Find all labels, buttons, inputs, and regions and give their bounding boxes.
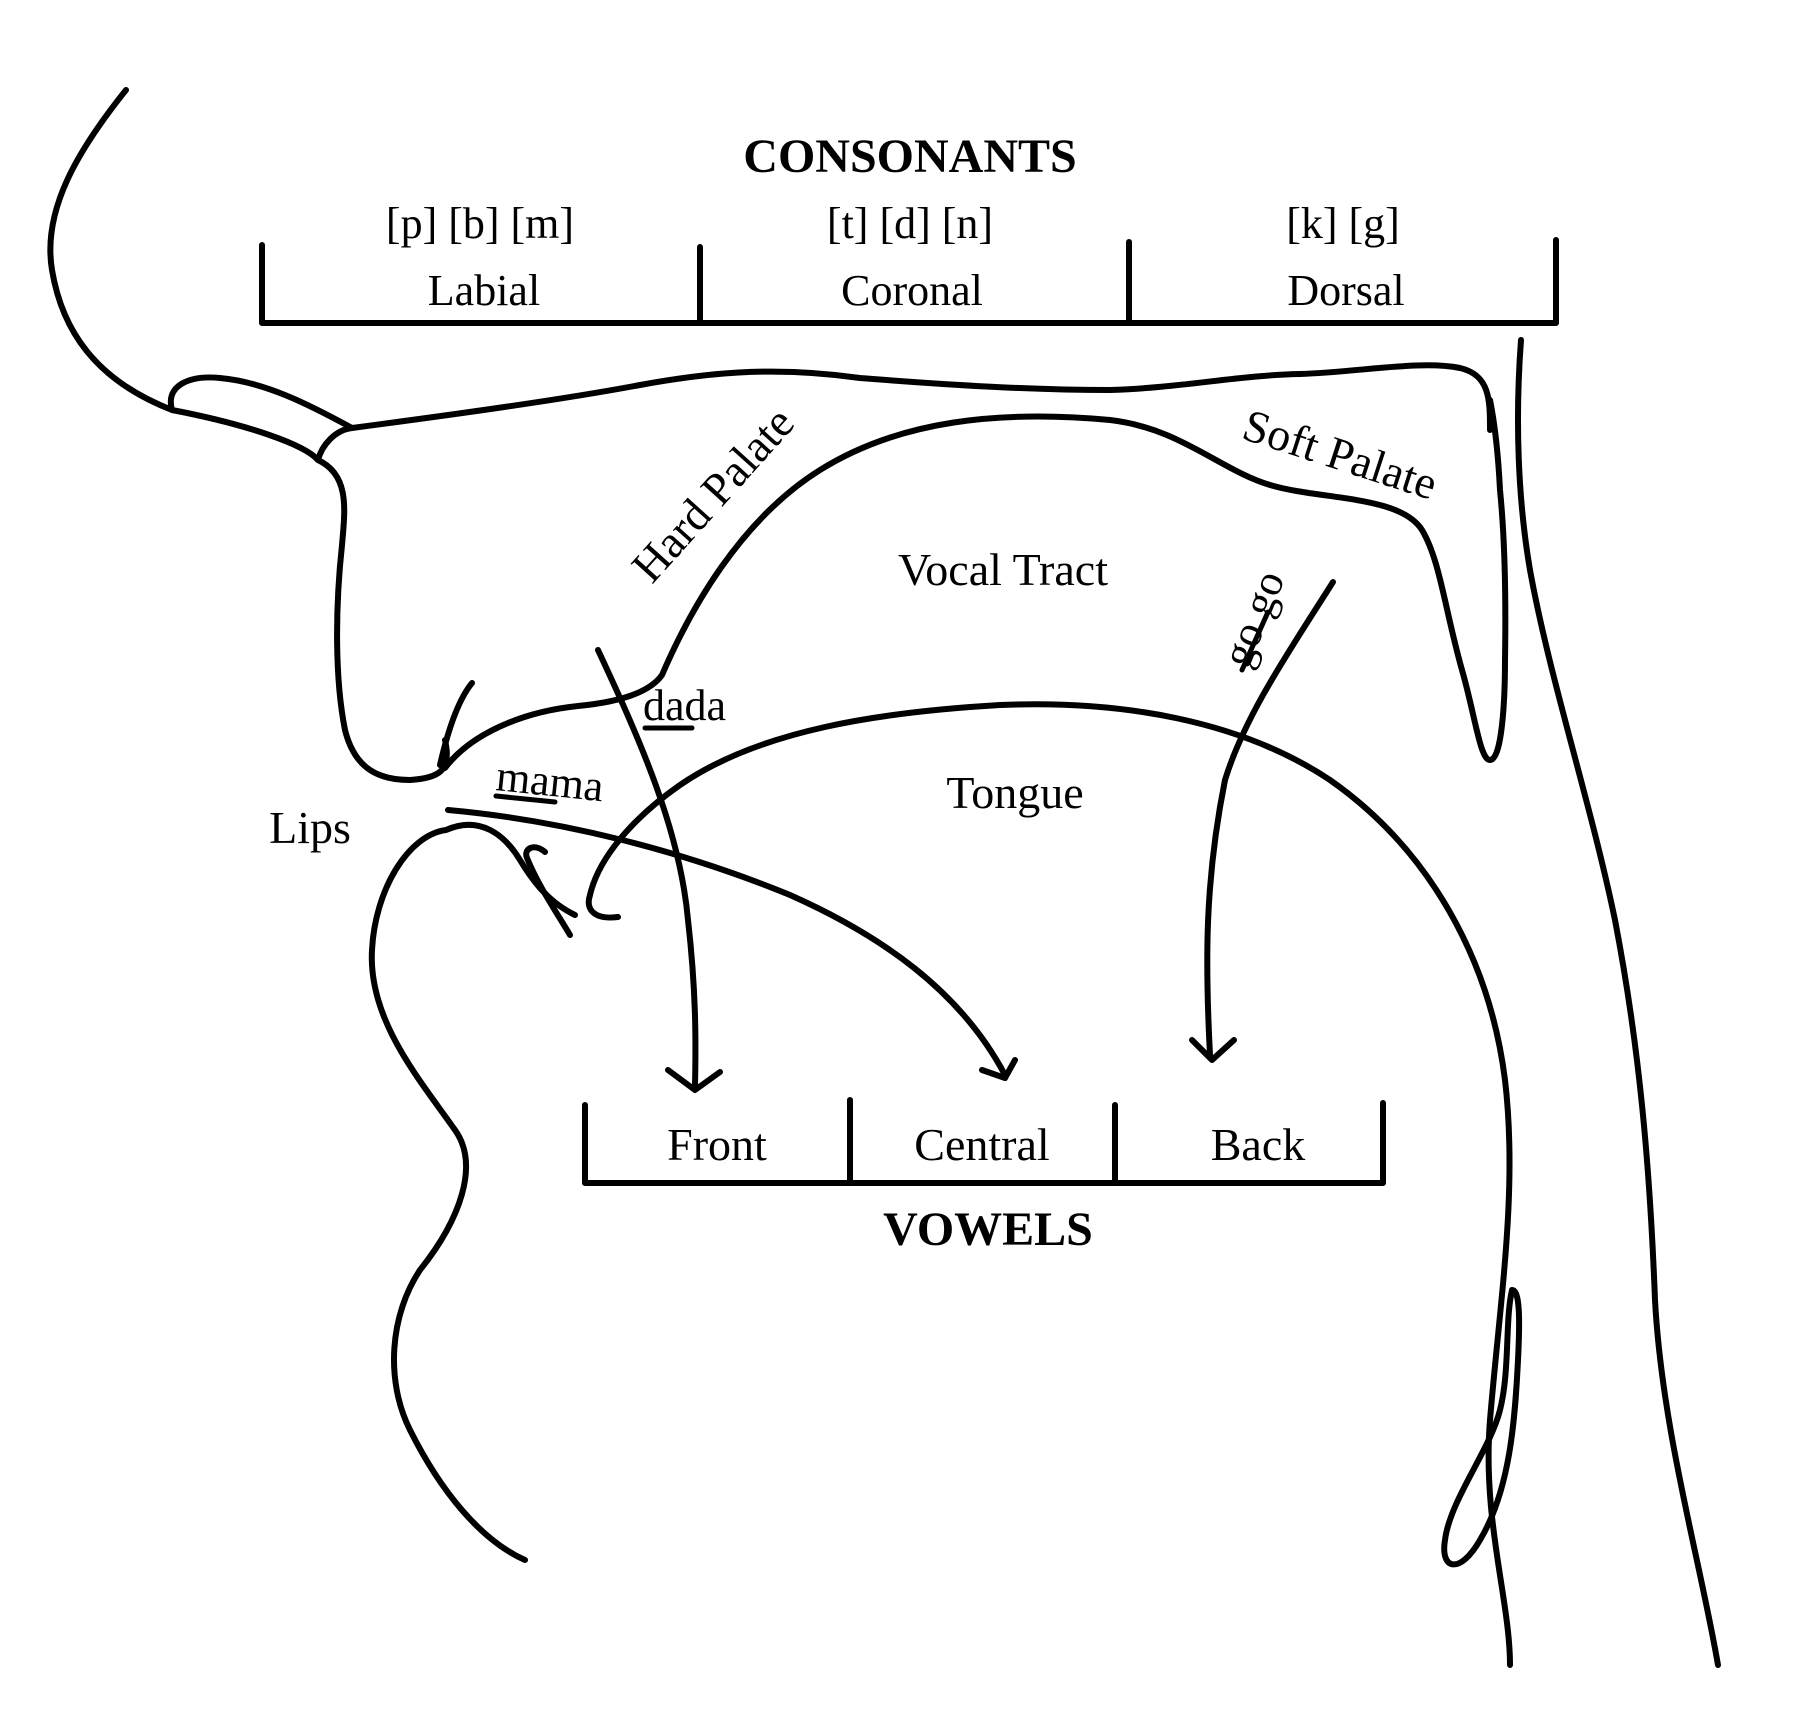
roof-of-mouth	[442, 397, 1509, 771]
pharynx-back-wall	[1515, 337, 1721, 1668]
nostril-outline	[167, 374, 355, 463]
gogo-arrowhead	[1189, 1037, 1237, 1063]
vowels-title: VOWELS	[883, 1203, 1093, 1256]
mama-arrowhead	[979, 1057, 1018, 1081]
upper-teeth	[437, 680, 475, 768]
vowel-bracket	[582, 1100, 1386, 1186]
consonants-title: CONSONANTS	[743, 130, 1076, 183]
lower-lip-chin	[368, 821, 578, 1563]
tongue-outline	[585, 701, 1513, 1668]
tongue-label: Tongue	[946, 767, 1083, 818]
labial-sounds: [p] [b] [m]	[386, 199, 574, 248]
upper-lip-outline	[315, 457, 450, 783]
dorsal-label: Dorsal	[1287, 266, 1404, 315]
gogo-underline	[1239, 609, 1271, 673]
coronal-label: Coronal	[841, 266, 983, 315]
dada-arrow	[595, 647, 699, 1088]
labial-label: Labial	[428, 266, 540, 315]
dada-arrowhead	[665, 1067, 723, 1093]
mama-underline	[493, 793, 558, 805]
hard-palate-label: Hard Palate	[622, 397, 804, 592]
consonant-bracket	[259, 237, 1559, 326]
lips-label: Lips	[269, 802, 351, 853]
epiglottis	[1441, 1287, 1523, 1568]
central-label: Central	[914, 1119, 1049, 1170]
front-label: Front	[667, 1119, 767, 1170]
dada-label: dada	[643, 681, 726, 730]
nose-outline	[47, 87, 175, 413]
vocal-tract-label: Vocal Tract	[898, 544, 1108, 595]
lower-teeth	[523, 844, 573, 938]
palate-upper-outline	[349, 362, 1493, 433]
gogo-arrow	[1204, 579, 1336, 1058]
dorsal-sounds: [k] [g]	[1286, 199, 1400, 248]
mama-arrow	[445, 807, 1008, 1078]
coronal-sounds: [t] [d] [n]	[827, 199, 993, 248]
back-label: Back	[1211, 1119, 1306, 1170]
soft-palate-label: Soft Palate	[1237, 399, 1444, 509]
